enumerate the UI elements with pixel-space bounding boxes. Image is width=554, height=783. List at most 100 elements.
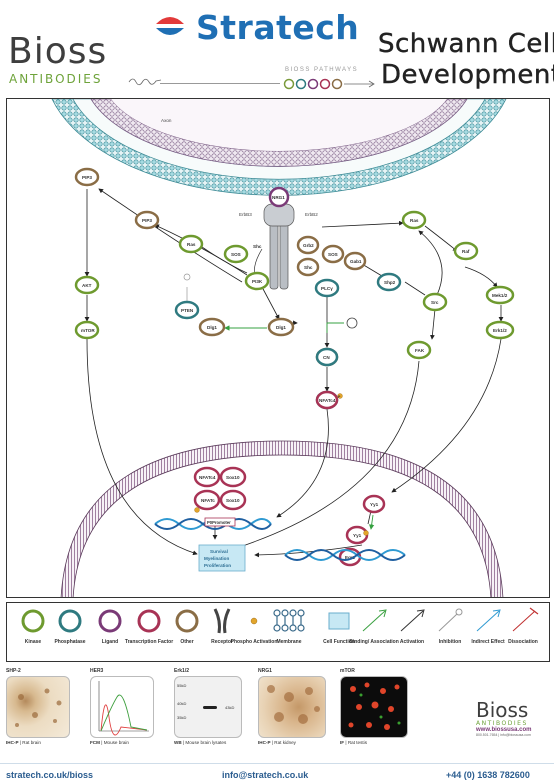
product-method: FCM <box>90 740 100 745</box>
bioss-corner-contact: 800.501.7654 | info@biossusa.com <box>476 733 531 737</box>
wb-marker: 55kD <box>177 683 187 688</box>
legend-cell-function: Cell Function <box>323 639 355 645</box>
product-shp2[interactable]: SHP-2 IHC-P | Rat brain <box>6 668 80 745</box>
product-name: mTOR <box>340 668 355 674</box>
erbb3-label: ErbB3 <box>239 212 252 217</box>
footer: stratech.co.uk/bioss info@stratech.co.uk… <box>0 763 554 783</box>
p0promoter-label: P0Promoter <box>207 520 231 525</box>
outcome-line2: Myelination <box>204 556 229 561</box>
legend: Kinase Phosphatase Ligand Transcription … <box>6 602 550 662</box>
yy1a-label: Yy1 <box>370 502 379 507</box>
p0promoter-box <box>204 517 236 527</box>
signature-icon <box>128 78 162 86</box>
legend-receptor: Receptor <box>211 639 233 645</box>
footer-phone: +44 (0) 1638 782600 <box>446 770 530 780</box>
legend-phosphatase: Phosphatase <box>54 639 86 645</box>
legend-activation: Activation <box>399 639 425 645</box>
bioss-corner-brand: Bioss <box>476 698 529 722</box>
poster-title-line1: Schwann Cell <box>378 29 554 59</box>
phospho-mark: P <box>338 395 341 399</box>
sos-right-label: SOS <box>328 252 338 257</box>
bioss-brand: Bioss <box>8 31 108 72</box>
stratech-logo-icon <box>156 17 184 35</box>
erbb2-label: ErbB2 <box>305 212 318 217</box>
fak-label: FAK <box>415 348 425 353</box>
ihc-image <box>6 676 70 738</box>
bioss-brand-sub: ANTIBODIES <box>9 72 103 86</box>
axon-label: Axon <box>161 118 172 123</box>
if-image <box>340 676 408 738</box>
product-sample: Mouse brain <box>103 740 129 745</box>
legend-dissociation: Dissociation <box>508 639 538 645</box>
wb-marker: 40kD <box>177 701 187 706</box>
wb-image: 55kD 40kD 35kD 43kD <box>174 676 242 738</box>
product-sample: Rat testis <box>347 740 367 745</box>
pi3k-label: PI3K <box>252 279 263 284</box>
wb-marker: 35kD <box>177 715 187 720</box>
pathway-rings-icon <box>283 78 375 90</box>
product-method: IHC-P <box>6 740 19 745</box>
poster-title-line2: Development <box>381 60 554 90</box>
sox10b-label: Sox10 <box>226 498 240 503</box>
bioss-corner-url[interactable]: www.biossusa.com <box>476 727 532 733</box>
product-method: IF <box>340 740 345 745</box>
outcome-box <box>198 544 246 572</box>
fcm-image <box>90 676 154 738</box>
ras-left-label: Ras <box>187 242 196 247</box>
outcome-line3: Proliferation <box>204 563 231 568</box>
ras-right-label: Ras <box>410 218 419 223</box>
plcg-label: PLCγ <box>321 286 333 291</box>
legend-inhibition: Inhibition <box>438 639 462 645</box>
product-name: NRG1 <box>258 668 272 674</box>
erk-label: Erk1/2 <box>493 328 507 333</box>
header-rule <box>160 83 280 84</box>
header: Stratech Bioss ANTIBODIES BIOSS PATHWAYS… <box>0 0 554 98</box>
legend-symbols <box>21 607 539 634</box>
stratech-brand: Stratech <box>196 8 360 47</box>
nrg1-label: NRG1 <box>272 195 285 200</box>
src-label: Src <box>431 300 439 305</box>
nfatc4b-label: NFATc4 <box>199 475 216 480</box>
legend-binding: Binding/ Association <box>349 639 399 645</box>
nucleus-membrane <box>60 440 504 597</box>
legend-membrane: Membrane <box>276 639 302 645</box>
mek-label: Mek1/2 <box>492 293 508 298</box>
legend-kinase: Kinase <box>24 639 42 645</box>
nfatc4a-label: NFATc4 <box>319 398 336 403</box>
pathways-label: BIOSS PATHWAYS <box>285 67 359 73</box>
sox10a-label: Sox10 <box>226 475 240 480</box>
legend-ligand: Ligand <box>101 639 119 645</box>
pip3a-label: PIP3 <box>82 175 92 180</box>
product-method: WB <box>174 740 182 745</box>
pip3b-label: PIP3 <box>142 218 152 223</box>
wb-band <box>203 706 217 709</box>
pathway-svg: Axon NRG1 ErbB3 ErbB2 <box>51 99 515 597</box>
ihc-image <box>258 676 326 738</box>
egr2-label: Egr2 <box>345 555 356 560</box>
product-name: Erk1/2 <box>174 668 190 674</box>
footer-email-link[interactable]: info@stratech.co.uk <box>222 770 309 780</box>
shc-left-label: Shc <box>253 244 262 249</box>
shc-right-label: Shc <box>304 265 313 270</box>
outcome-line1: Survival <box>210 549 228 554</box>
product-mtor[interactable]: mTOR IF | Rat testis <box>340 668 414 745</box>
footer-website-link[interactable]: stratech.co.uk/bioss <box>6 770 94 780</box>
shp2-label: Shp2 <box>384 280 396 285</box>
dlg1b-label: Dlg1 <box>276 325 286 330</box>
bioss-corner-sub: ANTIBODIES <box>476 720 528 727</box>
nfatc4-cyto-node <box>315 390 339 410</box>
product-nrg1[interactable]: NRG1 IHC-P | Rat kidney <box>258 668 332 745</box>
gab1-label: Gab1 <box>350 259 362 264</box>
grb2-label: Grb2 <box>303 243 314 248</box>
product-her3[interactable]: HER3 FCM | Mouse brain <box>90 668 164 745</box>
dna-right-icon <box>284 549 406 561</box>
product-strip: SHP-2 IHC-P | Rat brain HER3 FCM | Mouse… <box>6 668 550 763</box>
receptor-erbb <box>263 203 295 290</box>
pathway-diagram: Axon NRG1 ErbB3 ErbB2 <box>6 98 550 598</box>
yy1b-label: Yy1 <box>353 533 362 538</box>
nrg1-ligand <box>268 186 290 208</box>
pten-label: PTEN <box>181 308 194 313</box>
product-erk12[interactable]: Erk1/2 55kD 40kD 35kD 43kD WB | Mouse br… <box>174 668 248 745</box>
legend-phospho-activation: Phospho Activation <box>230 639 278 645</box>
product-sample: Mouse brain lysates <box>185 740 227 745</box>
